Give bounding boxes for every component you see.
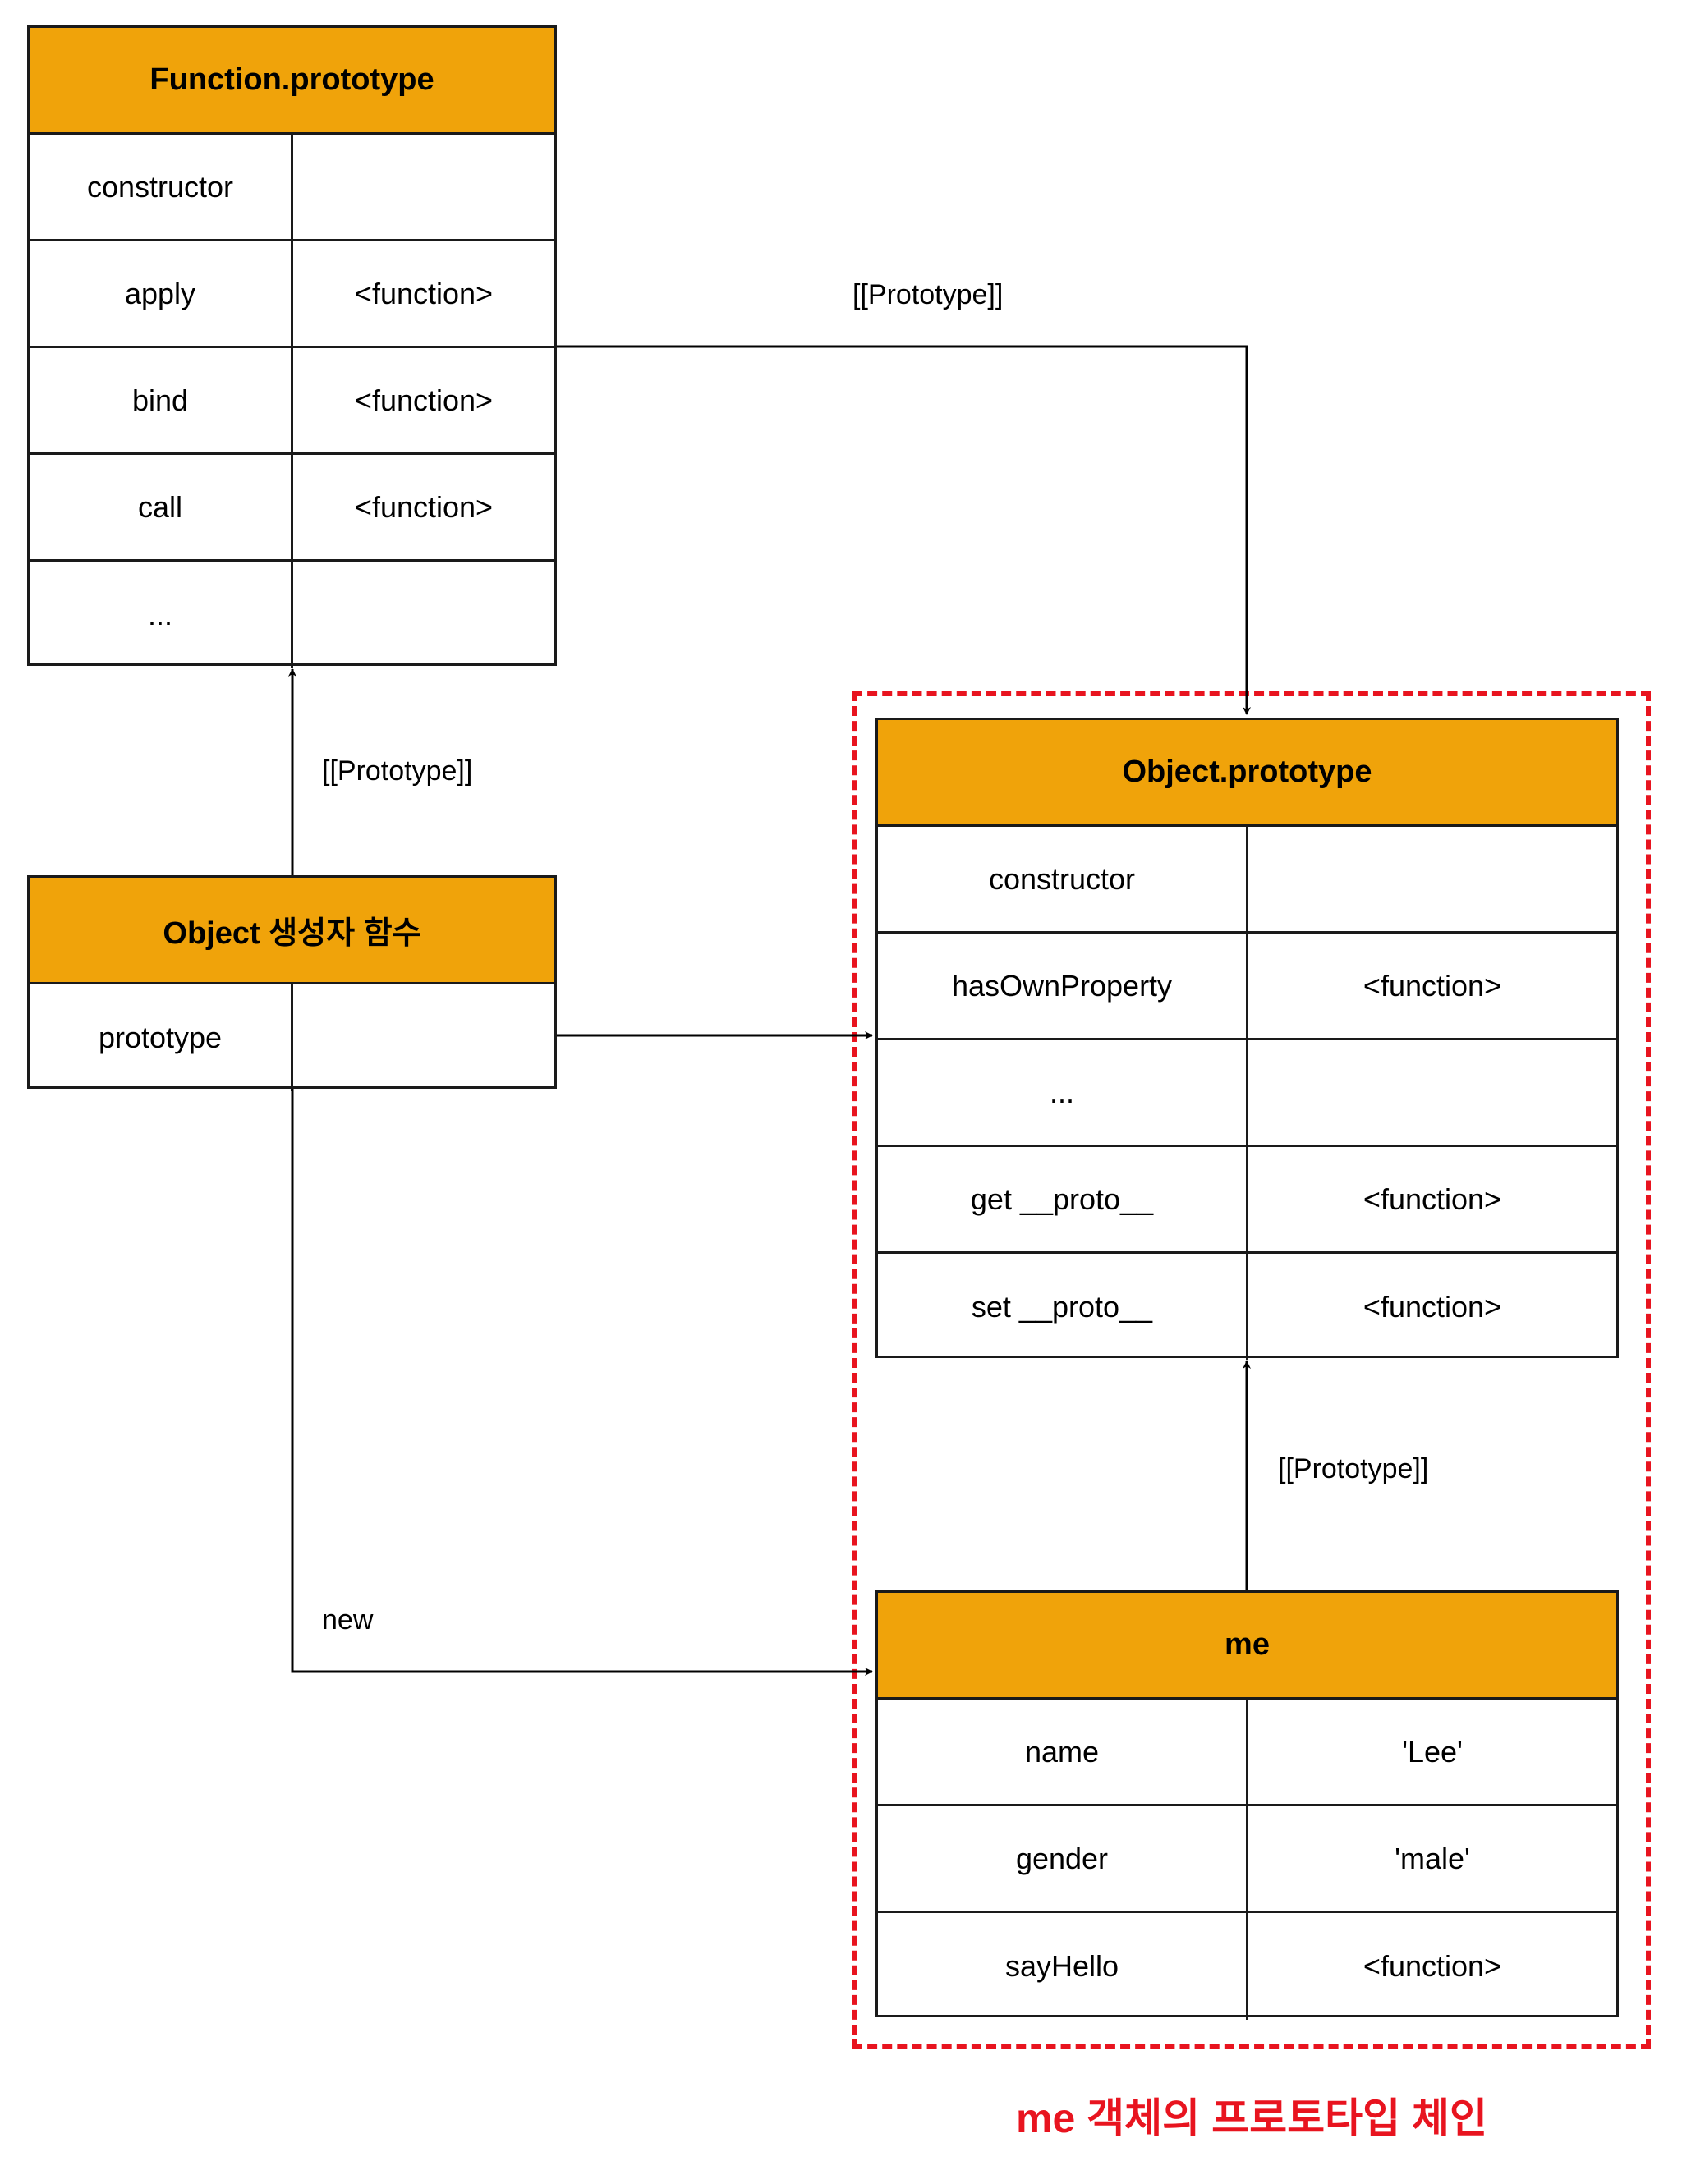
row-key: apply <box>30 241 293 346</box>
diagram-caption: me 객체의 프로토타입 체인 <box>1016 2095 1487 2141</box>
table-row: ... <box>878 1040 1616 1147</box>
table-row: hasOwnProperty <function> <box>878 934 1616 1040</box>
table-row: gender 'male' <box>878 1806 1616 1913</box>
row-key: call <box>30 455 293 559</box>
table-row: constructor <box>30 135 554 241</box>
table-row: sayHello <function> <box>878 1913 1616 2020</box>
function-prototype-table: Function.prototype constructor apply <fu… <box>27 25 557 668</box>
label-new: new <box>322 1604 374 1636</box>
table-row: get __proto__ <function> <box>878 1147 1616 1254</box>
me-title: me <box>878 1593 1616 1700</box>
row-value: <function> <box>1363 1181 1502 1216</box>
table-row: ... <box>30 562 554 668</box>
table-row: constructor <box>878 827 1616 934</box>
row-key: hasOwnProperty <box>878 934 1248 1038</box>
table-row: prototype <box>30 984 554 1091</box>
row-key: name <box>878 1700 1248 1804</box>
prototype-chain-box <box>852 691 1651 2049</box>
row-value: <function> <box>354 276 494 310</box>
row-key: gender <box>878 1806 1248 1911</box>
row-key: sayHello <box>878 1913 1248 2020</box>
label-ctor-to-function-proto: [[Prototype]] <box>322 755 473 787</box>
row-value: 'male' <box>1395 1841 1470 1875</box>
row-key: ... <box>878 1040 1248 1145</box>
me-table: me name 'Lee' gender 'male' sayHello <fu… <box>875 1590 1619 2020</box>
row-key: ... <box>30 562 293 668</box>
row-value: <function> <box>1363 1290 1502 1324</box>
table-row: apply <function> <box>30 241 554 348</box>
row-key: bind <box>30 348 293 452</box>
label-me-to-object-proto: [[Prototype]] <box>1278 1453 1429 1484</box>
table-row: call <function> <box>30 455 554 562</box>
row-value: <function> <box>354 383 494 417</box>
function-prototype-title: Function.prototype <box>30 28 554 135</box>
row-value: 'Lee' <box>1402 1734 1463 1769</box>
arrow-function-proto-to-object-proto <box>557 345 1251 715</box>
row-key: prototype <box>30 984 293 1091</box>
object-constructor-title: Object 생성자 함수 <box>30 878 554 984</box>
row-value: <function> <box>354 489 494 524</box>
object-prototype-title: Object.prototype <box>878 720 1616 827</box>
row-key: set __proto__ <box>878 1254 1248 1360</box>
table-row: name 'Lee' <box>878 1700 1616 1806</box>
table-row: bind <function> <box>30 348 554 455</box>
row-key: constructor <box>30 135 293 239</box>
label-function-to-object-proto: [[Prototype]] <box>852 279 1004 310</box>
row-key: constructor <box>878 827 1248 931</box>
object-constructor-table: Object 생성자 함수 prototype <box>27 875 557 1091</box>
row-value: <function> <box>1363 1949 1502 1983</box>
table-row: set __proto__ <function> <box>878 1254 1616 1360</box>
row-value: <function> <box>1363 968 1502 1003</box>
object-prototype-table: Object.prototype constructor hasOwnPrope… <box>875 718 1619 1360</box>
arrow-new-to-me <box>291 1089 873 1676</box>
row-key: get __proto__ <box>878 1147 1248 1251</box>
